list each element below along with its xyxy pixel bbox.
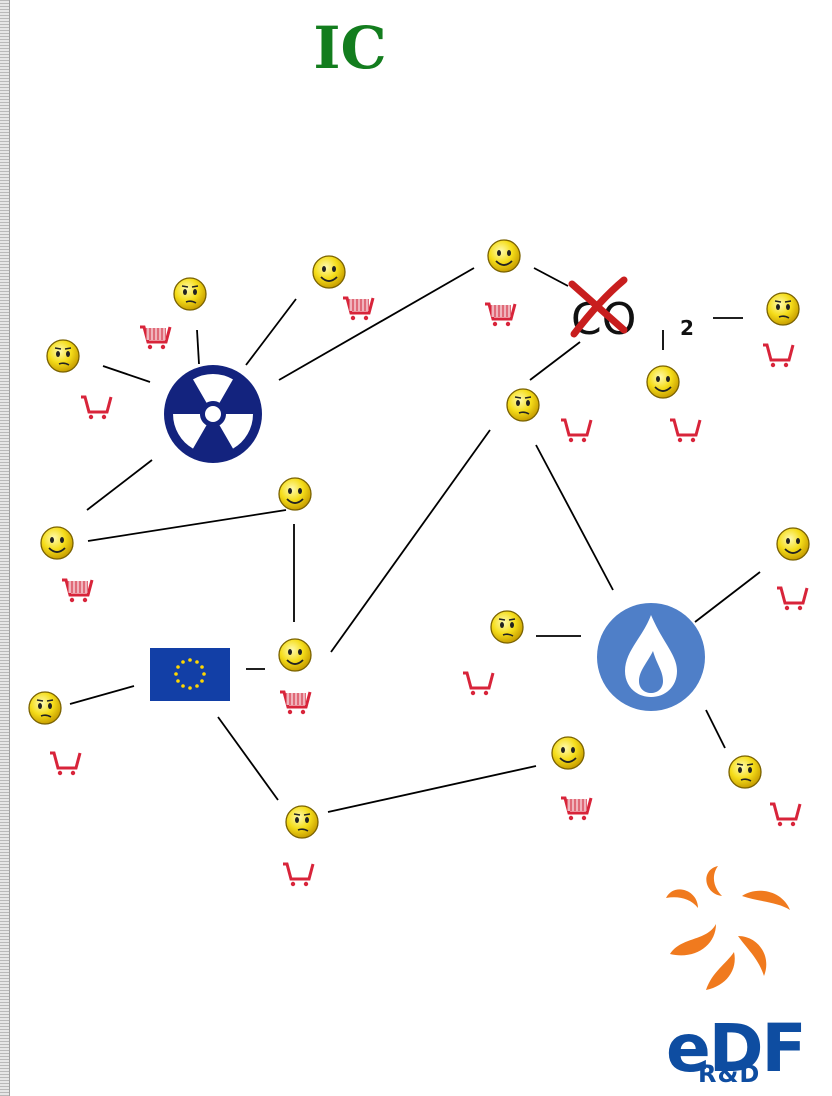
shopping-cart-icon: [668, 418, 702, 444]
shopping-cart-icon: [341, 296, 375, 322]
edf-division-text: R&D: [698, 1060, 761, 1088]
smiley-face-icon: [28, 691, 62, 725]
smiley-face-icon: [487, 239, 521, 273]
no-co2-icon: CO 2: [568, 276, 694, 345]
smiley-face-icon: [285, 805, 319, 839]
shopping-cart-icon: [79, 395, 113, 421]
left-border-strip: [0, 0, 10, 1096]
smiley-face-icon: [278, 477, 312, 511]
co2-subscript: 2: [680, 316, 694, 340]
shopping-cart-icon: [281, 862, 315, 888]
smiley-face-icon: [766, 292, 800, 326]
page-title: IC: [313, 14, 387, 82]
smiley-face-icon: [40, 526, 74, 560]
smiley-face-icon: [506, 388, 540, 422]
edf-brand-text: eDF: [666, 1010, 807, 1087]
shopping-cart-icon: [775, 586, 809, 612]
shopping-cart-icon: [559, 796, 593, 822]
gas-flame-icon: [597, 603, 705, 711]
shopping-cart-icon: [559, 418, 593, 444]
shopping-cart-icon: [768, 802, 802, 828]
smiley-face-icon: [46, 339, 80, 373]
shopping-cart-icon: [48, 751, 82, 777]
shopping-cart-icon: [278, 690, 312, 716]
smiley-face-icon: [728, 755, 762, 789]
smiley-face-icon: [312, 255, 346, 289]
smiley-face-icon: [490, 610, 524, 644]
smiley-face-icon: [646, 365, 680, 399]
nuclear-symbol-icon: [164, 365, 262, 463]
edf-logo: eDF R&D: [660, 860, 807, 1090]
smiley-face-icon: [551, 736, 585, 770]
smiley-face-icon: [173, 277, 207, 311]
shopping-cart-icon: [138, 325, 172, 351]
eu-flag-icon: [150, 648, 230, 701]
shopping-cart-icon: [483, 302, 517, 328]
shopping-cart-icon: [60, 578, 94, 604]
smiley-face-icon: [278, 638, 312, 672]
shopping-cart-icon: [761, 343, 795, 369]
smiley-face-icon: [776, 527, 810, 561]
edf-swirl-icon: [666, 866, 790, 990]
shopping-cart-icon: [461, 671, 495, 697]
connector-lines: [69, 267, 761, 813]
